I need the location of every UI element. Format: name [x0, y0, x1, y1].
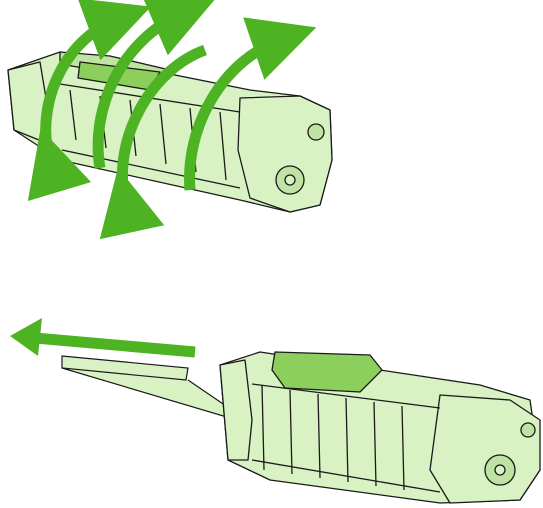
pull-sealing-tape-panel — [10, 318, 541, 504]
shake-cartridge-panel — [7, 0, 333, 240]
sealing-tape-icon — [61, 355, 233, 419]
pull-direction-arrow-icon — [10, 318, 196, 358]
rock-left-right-arrow-icon — [27, 0, 317, 240]
toner-cartridge-bottom — [219, 351, 541, 504]
